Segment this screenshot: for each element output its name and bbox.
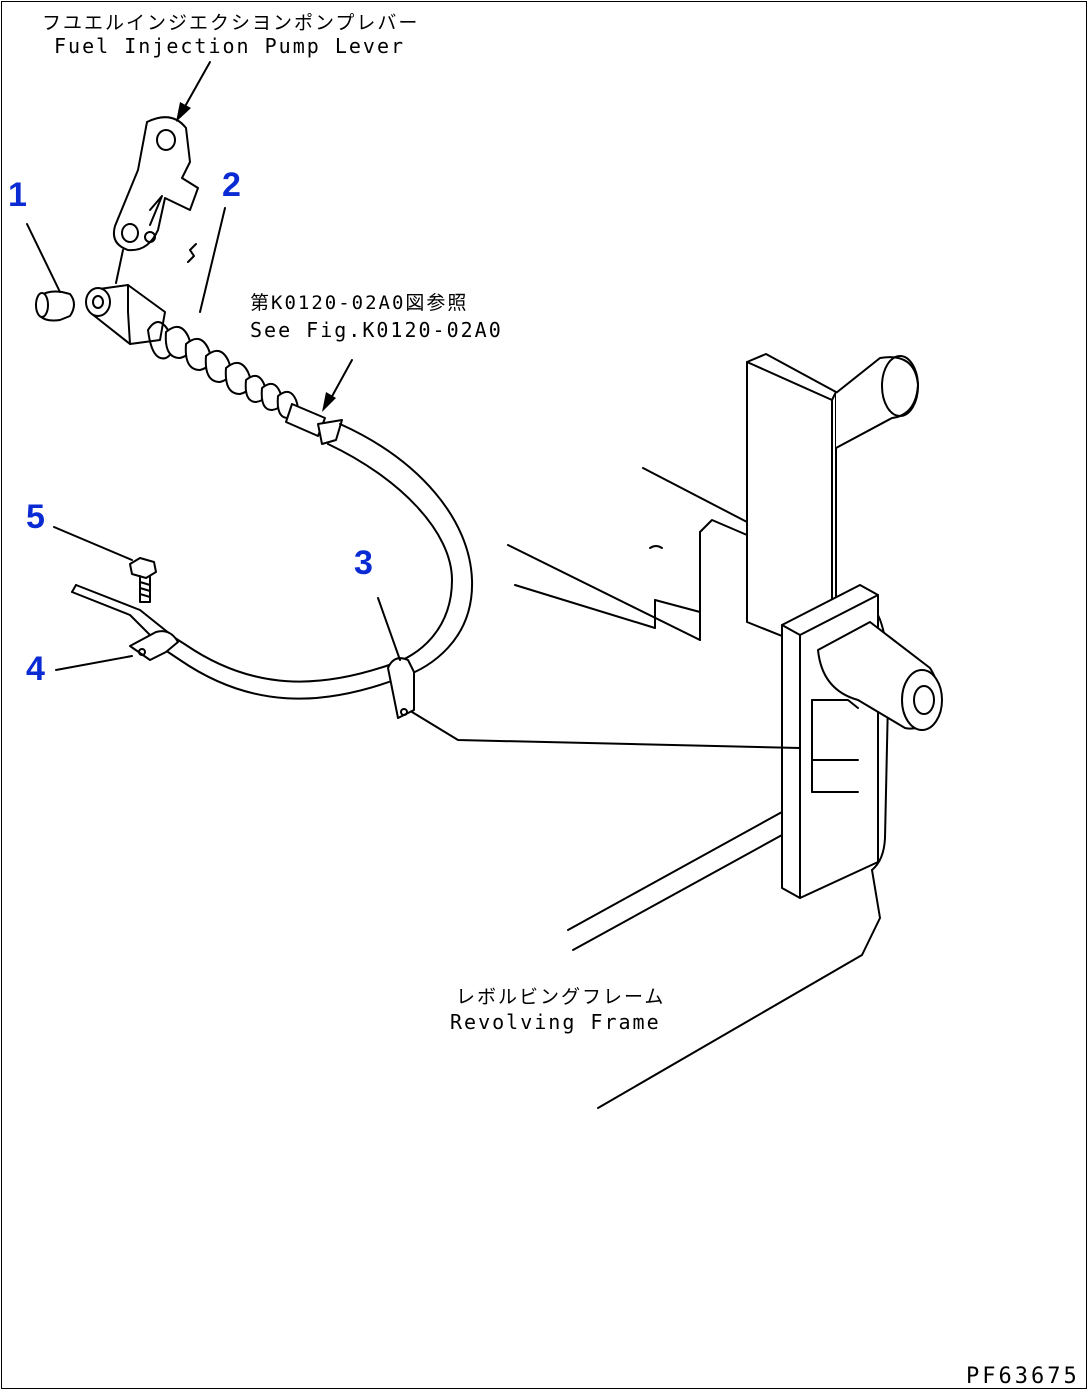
callout-1: 1: [8, 176, 27, 214]
callout-5: 5: [26, 498, 45, 536]
figure-code: PF63675: [966, 1364, 1080, 1389]
part-3-clip: [377, 597, 801, 749]
pump-lever-label-jp: フユエルインジエクシヨンポンプレバー: [42, 12, 420, 34]
part-1-pin: [26, 223, 75, 322]
pump-lever-leader: [176, 61, 211, 122]
revolving-frame-label-jp: レボルビングフレーム: [456, 986, 666, 1008]
see-fig-label-jp: 第K0120-02A0図参照: [250, 292, 469, 314]
fuel-injection-pump-lever: [112, 116, 199, 284]
part-4-clamp: [55, 630, 179, 671]
see-fig-leader: [322, 359, 353, 412]
control-cable: [71, 423, 474, 700]
callout-3: 3: [354, 544, 373, 582]
callout-2: 2: [222, 166, 241, 204]
part-2-cable-end: [85, 207, 343, 445]
see-fig-label-en: See Fig.K0120-02A0: [250, 318, 503, 342]
callout-4: 4: [26, 650, 45, 688]
pump-lever-label-en: Fuel Injection Pump Lever: [54, 34, 406, 58]
revolving-frame: [507, 353, 943, 1109]
part-5-bolt: [53, 526, 157, 603]
revolving-frame-label-en: Revolving Frame: [450, 1010, 661, 1034]
